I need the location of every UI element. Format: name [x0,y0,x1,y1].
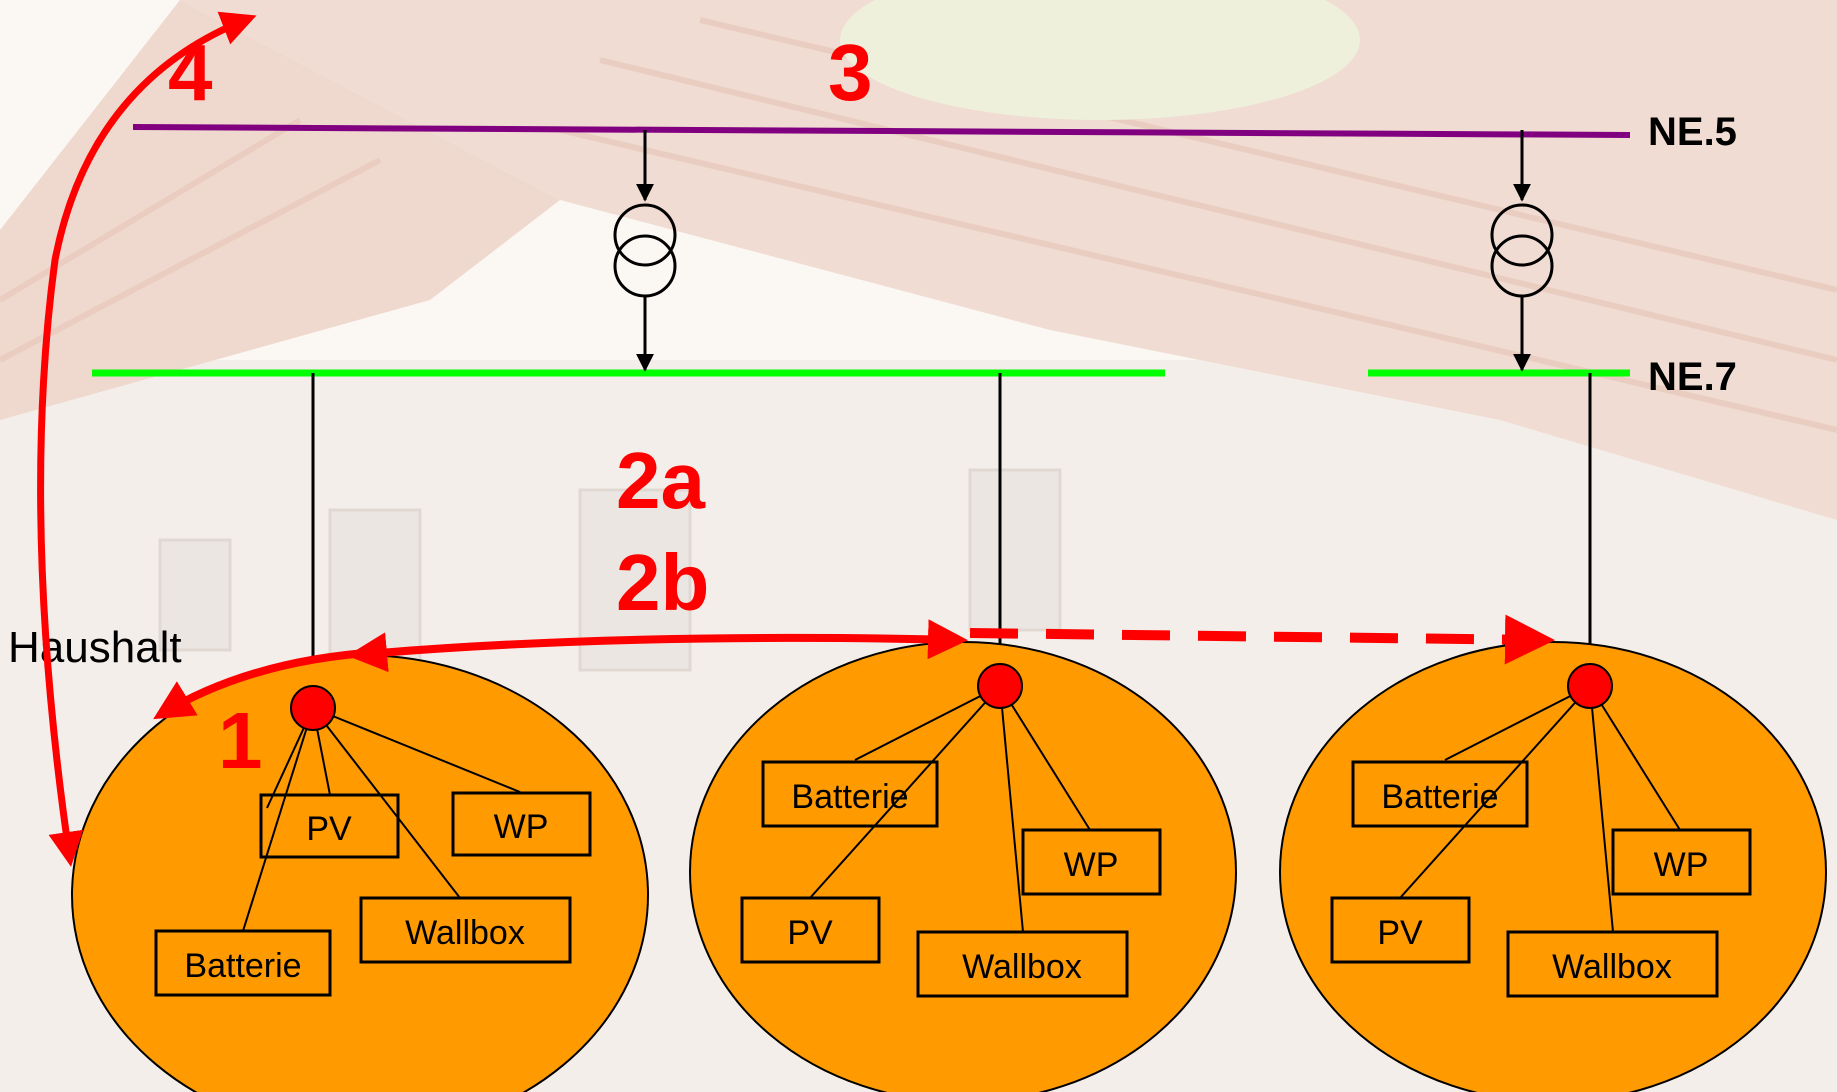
ne7-label: NE.7 [1648,355,1737,399]
device-wallbox: Wallbox [1506,930,1719,998]
device-wp: WP [1021,828,1162,896]
arrow-2a [347,619,968,673]
household-3: Batterie WP PV Wallbox [1279,641,1827,1092]
marker-2a: 2a [616,436,705,525]
ne5-label: NE.5 [1648,110,1737,154]
marker-2b: 2b [616,538,709,627]
device-wp: WP [451,791,592,857]
svg-text:Wallbox: Wallbox [1552,948,1672,986]
marker-3: 3 [828,28,873,117]
marker-1: 1 [218,696,263,785]
household-1: PV WP Wallbox Batterie [71,654,649,1092]
arrow-4 [37,11,257,867]
household-2-node [977,663,1023,709]
haushalt-label: Haushalt [8,623,182,672]
svg-text:PV: PV [787,914,833,952]
device-wp: WP [1611,828,1752,896]
household-1-node [290,685,336,731]
device-pv: PV [740,896,881,964]
svg-text:Wallbox: Wallbox [405,914,525,952]
marker-4: 4 [168,28,213,117]
svg-text:Batterie: Batterie [791,778,908,816]
household-3-node [1567,663,1613,709]
device-batterie: Batterie [1351,760,1529,828]
svg-text:WP: WP [1064,846,1119,884]
svg-text:Batterie: Batterie [184,947,301,985]
device-pv: PV [1330,896,1471,964]
svg-text:PV: PV [306,810,352,848]
device-batterie: Batterie [154,929,332,997]
svg-text:Batterie: Batterie [1381,778,1498,816]
svg-text:WP: WP [1654,846,1709,884]
svg-text:Wallbox: Wallbox [962,948,1082,986]
transformer-2 [1490,130,1554,372]
arrow-2b [969,614,1555,665]
device-pv: PV [259,793,400,859]
svg-text:WP: WP [494,808,549,846]
svg-text:PV: PV [1377,914,1423,952]
transformer-1 [613,130,677,372]
ne5-busbar [132,124,1631,138]
device-batterie: Batterie [761,760,939,828]
household-2: Batterie WP PV Wallbox [689,641,1237,1092]
device-wallbox: Wallbox [916,930,1129,998]
device-wallbox: Wallbox [359,896,572,964]
